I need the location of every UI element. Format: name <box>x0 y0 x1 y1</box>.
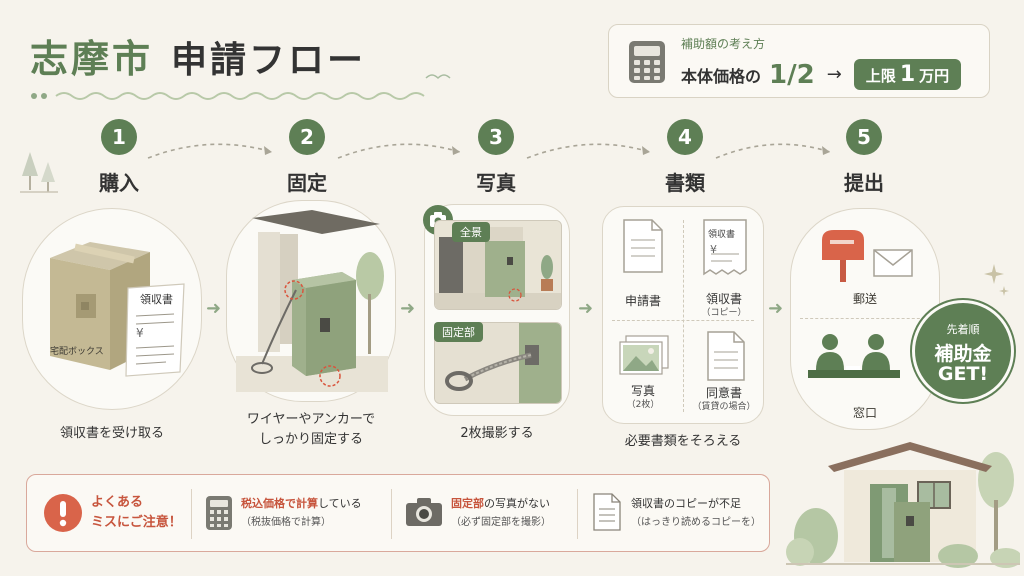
tree-icon <box>20 152 58 193</box>
mistakes-title-line1: よくある <box>91 495 144 510</box>
flow-arrow-icon: ➜ <box>400 298 416 319</box>
subsidy-info-box: 補助額の考え方 本体価格の 1/2 → 上限 1 万円 <box>608 24 990 98</box>
step-number-5: 5 <box>846 119 882 155</box>
yen-symbol: ¥ <box>136 326 144 340</box>
doc-receipt-label: 領収書 <box>705 292 742 306</box>
step1-caption: 領収書を受け取る <box>59 426 164 441</box>
cap-unit: 万円 <box>919 67 950 85</box>
flow-arrow-icon: ➜ <box>206 298 222 319</box>
step2-caption-line2: しっかり固定する <box>258 432 363 447</box>
mistakes-title-line2: ミスにご注意！ <box>91 515 182 530</box>
photo-full-view-tag: 全景 <box>452 222 490 242</box>
warning-tax-text: している <box>318 497 362 510</box>
doc-photo-sub: （2枚） <box>626 400 660 410</box>
warning-copy-text: 領収書のコピーが不足 <box>631 497 741 510</box>
receipt-copy-yen: ¥ <box>710 243 717 256</box>
receipt-icon <box>125 283 185 377</box>
title-flow: 申請フロー <box>171 40 367 81</box>
step-title-2: 固定 <box>287 171 327 195</box>
step-title-1: 購入 <box>99 171 139 195</box>
flow-arrow-icon: ➜ <box>768 298 784 319</box>
bird-doodle-icon <box>425 74 451 80</box>
step-number-3: 3 <box>478 119 514 155</box>
badge-get: GET! <box>937 363 989 385</box>
sparkle-icon <box>984 264 1009 296</box>
subsidy-get-badge: 先着順 補助金 GET! <box>912 300 1014 402</box>
step4-divider-vertical <box>683 220 684 412</box>
warning-tax-highlight: 税込価格で計算 <box>241 497 318 510</box>
badge-subsidy: 補助金 <box>934 343 992 365</box>
receipt-copy-icon-text: 領収書 <box>708 230 736 240</box>
decorative-wave <box>31 92 425 100</box>
calculator-icon <box>629 41 665 83</box>
exclamation-icon <box>44 494 82 532</box>
warning-item-tax: 税込価格で計算している （税抜価格で計算） <box>241 495 362 528</box>
warning-copy-sub: （はっきり読めるコピーを） <box>631 517 761 528</box>
subsidy-cap-badge: 上限 1 万円 <box>853 59 962 90</box>
step5-card <box>790 208 940 430</box>
warning-photo-sub: （必ず固定部を撮影） <box>451 517 551 528</box>
house-illustration <box>786 442 1020 568</box>
submit-mail-label: 郵送 <box>852 292 877 306</box>
cap-prefix: 上限 <box>865 67 896 85</box>
step-number-4: 4 <box>667 119 703 155</box>
subsidy-formula: 本体価格の 1/2 → 上限 1 万円 <box>681 59 962 90</box>
subsidy-label: 補助額の考え方 <box>681 37 766 51</box>
consent-document-icon <box>707 331 745 381</box>
warning-item-copy: 領収書のコピーが不足 （はっきり読めるコピーを） <box>631 495 761 528</box>
mistakes-title: よくある ミスにご注意！ <box>91 493 182 533</box>
mailbox-icon <box>822 230 864 282</box>
doc-receipt-sub: （コピー） <box>701 308 747 318</box>
warning-divider <box>191 489 192 539</box>
camera-icon <box>406 498 442 526</box>
doc-consent-sub: （賃貸の場合） <box>692 402 756 412</box>
package-box-label: 宅配ボックス <box>50 347 104 357</box>
warning-photo-highlight: 固定部 <box>451 497 484 510</box>
cap-amount: 1 <box>899 62 916 87</box>
warning-divider <box>391 489 392 539</box>
step2-caption: ワイヤーやアンカーで しっかり固定する <box>218 410 404 450</box>
arrow-right-icon: → <box>826 64 842 85</box>
photo-icon <box>619 335 669 375</box>
warning-divider <box>577 489 578 539</box>
envelope-icon <box>873 249 913 277</box>
common-mistakes-panel: よくある ミスにご注意！ 税込価格で計算している （税抜価格で計算） 固定部の写… <box>26 474 770 552</box>
warning-item-photo: 固定部の写真がない （必ず固定部を撮影） <box>451 495 551 528</box>
doc-consent-label: 同意書 <box>705 386 742 400</box>
photo-fixing-part-tag: 固定部 <box>434 322 483 342</box>
step-number-1: 1 <box>101 119 137 155</box>
step-title-5: 提出 <box>844 171 884 195</box>
warning-photo-text: の写真がない <box>484 497 550 510</box>
subsidy-base: 本体価格の <box>681 66 762 86</box>
step-number-2: 2 <box>289 119 325 155</box>
flow-arrow-icon: ➜ <box>578 298 594 319</box>
step5-divider <box>800 318 930 319</box>
submit-counter-label: 窓口 <box>852 406 877 420</box>
people-counter-icon <box>808 334 900 378</box>
fixed-box-illustration <box>236 210 388 392</box>
warning-tax-sub: （税抜価格で計算） <box>241 517 331 528</box>
step4-caption: 必要書類をそろえる <box>624 434 742 449</box>
step-title-3: 写真 <box>476 171 516 195</box>
document-icon <box>593 493 621 531</box>
calculator-icon <box>206 496 232 530</box>
document-icon <box>623 219 663 273</box>
step-title-4: 書類 <box>665 171 705 195</box>
dashed-arrow-connectors <box>147 143 831 159</box>
badge-first-come: 先着順 <box>946 323 980 336</box>
doc-photo-label: 写真 <box>630 384 655 398</box>
receipt-copy-icon <box>703 219 747 276</box>
subsidy-ratio: 1/2 <box>769 59 815 90</box>
receipt-label: 領収書 <box>140 293 173 306</box>
step3-caption: 2枚撮影する <box>460 426 534 441</box>
step2-caption-line1: ワイヤーやアンカーで <box>246 412 376 427</box>
page-title: 志摩市 申請フロー <box>30 28 366 83</box>
title-city: 志摩市 <box>30 37 154 81</box>
doc-application-label: 申請書 <box>624 294 661 308</box>
